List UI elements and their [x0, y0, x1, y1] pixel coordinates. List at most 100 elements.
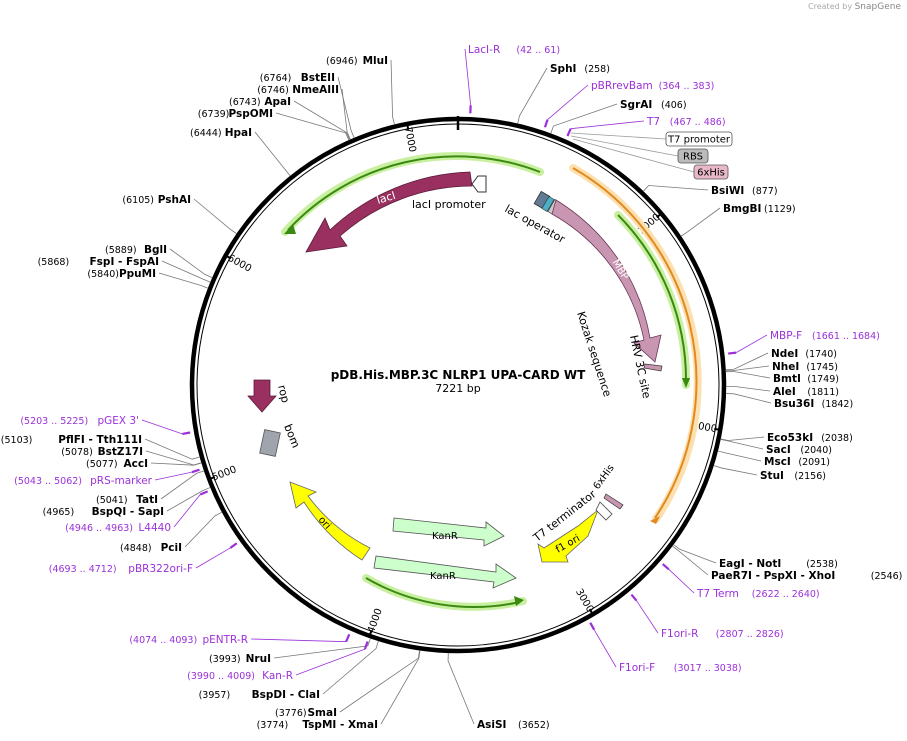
site-leader-line	[725, 385, 771, 392]
primer-name: Kan-R	[262, 670, 293, 682]
restriction-site[interactable]: AsiSI(3652)	[477, 719, 550, 731]
site-leader-line	[725, 393, 772, 404]
restriction-site[interactable]: BspQI - SapI(4965)	[43, 506, 164, 518]
orf-bottom	[365, 577, 521, 609]
site-position: (4965)	[43, 507, 75, 518]
snapgene-logo: SnapGene	[854, 2, 901, 12]
primer-leader	[173, 494, 201, 528]
restriction-site[interactable]: EagI - NotI(2538)	[719, 558, 838, 570]
restriction-site[interactable]: FspI - FspAI(5868)	[38, 256, 159, 268]
restriction-site[interactable]: BstZ17I (5078)	[61, 446, 143, 458]
restriction-site[interactable]: BstEII(6764)	[260, 72, 335, 84]
orange-arc-arrow	[650, 516, 660, 524]
restriction-site[interactable]: SgrAI(406)	[620, 99, 687, 111]
restriction-site[interactable]: PspOMI(6739)	[198, 108, 273, 120]
site-position: (3957)	[199, 690, 231, 701]
tick-label: 6000	[226, 253, 254, 275]
site-position: (1842)	[822, 399, 854, 410]
primer-leader	[195, 547, 231, 569]
bom-box	[259, 429, 281, 457]
site-name: PflFI - Tth111I	[58, 434, 142, 446]
primer-label[interactable]: MBP-F(1661 .. 1684)	[770, 330, 880, 342]
restriction-site[interactable]: Eco53kI(2038)	[767, 432, 853, 444]
primer-mark	[191, 468, 200, 474]
restriction-site[interactable]: ApaI(6743)	[229, 96, 291, 108]
restriction-site[interactable]: MscI(2091)	[764, 456, 830, 468]
site-name: SphI	[550, 63, 576, 75]
restriction-site[interactable]: TatI(5041)	[96, 494, 158, 506]
restriction-site[interactable]: TspMI - XmaI(3774)	[257, 719, 378, 731]
restriction-site[interactable]: PpuMI(5840)	[87, 268, 156, 280]
boxed-feature[interactable]: 6xHis	[693, 164, 729, 180]
site-leader-line	[720, 438, 764, 450]
lacI-promoter-arrow	[471, 175, 487, 193]
site-name: BstZ17I	[98, 446, 143, 458]
primer-label[interactable]: pENTR-R(4074 .. 4093)	[129, 634, 248, 646]
primer-label[interactable]: LacI-R(42 .. 61)	[468, 44, 560, 56]
primer-mark	[589, 622, 596, 631]
restriction-site[interactable]: SphI(258)	[550, 63, 610, 75]
tick-mark	[405, 121, 410, 130]
restriction-site[interactable]: AleI (1811)	[773, 386, 839, 398]
primer-label[interactable]: F1ori-F(3017 .. 3038)	[619, 662, 742, 674]
primer-leader	[636, 600, 659, 634]
site-position: (2546)	[871, 571, 903, 582]
site-leader-line	[550, 103, 618, 134]
site-position: (2156)	[794, 471, 826, 482]
primer-label[interactable]: Kan-R(3990 .. 4009)	[187, 670, 293, 682]
primer-label[interactable]: pBR322ori-F(4693 .. 4712)	[49, 563, 193, 575]
primer-leader	[593, 629, 617, 668]
site-position: (5103)	[1, 435, 33, 446]
primer-position: (5043 .. 5062)	[14, 476, 82, 487]
restriction-site[interactable]: BspDI - ClaI(3957)	[199, 689, 320, 701]
primer-label[interactable]: L4440(4946 .. 4963)	[65, 522, 171, 534]
restriction-site[interactable]: PshAI(6105)	[122, 194, 191, 206]
restriction-site[interactable]: PflFI - Tth111I (5103)	[1, 434, 142, 446]
boxed-feature[interactable]: RBS	[677, 148, 709, 164]
restriction-site[interactable]: Bsu36I(1842)	[774, 398, 853, 410]
site-leader-line	[166, 487, 211, 512]
restriction-site[interactable]: SacI(2040)	[766, 444, 832, 456]
primer-label[interactable]: pRS-marker(5043 .. 5062)	[14, 475, 153, 487]
primer-leader	[464, 48, 472, 106]
site-name: SacI	[766, 444, 791, 456]
site-position: (5078)	[61, 447, 93, 458]
restriction-site[interactable]: NruI(3993)	[209, 653, 271, 665]
primer-label[interactable]: pBRrevBam(364 .. 383)	[591, 80, 714, 92]
restriction-site[interactable]: AccI(5077)	[86, 458, 148, 470]
site-position: (5868)	[38, 257, 70, 268]
label-his6: 6xHis	[592, 463, 617, 492]
primer-leader	[141, 419, 183, 435]
primer-name: pBR322ori-F	[128, 563, 193, 575]
restriction-site[interactable]: PciI(4848)	[120, 542, 182, 554]
restriction-site[interactable]: NmeAIII(6746)	[257, 84, 339, 96]
restriction-site[interactable]: NheI (1745)	[772, 361, 838, 373]
restriction-site[interactable]: MluI(6946)	[326, 55, 388, 67]
primer-name: T7 Term	[696, 588, 739, 600]
restriction-site[interactable]: BglI(5889)	[105, 244, 167, 256]
boxed-feature[interactable]: T7 promoter	[665, 131, 733, 147]
restriction-site[interactable]: NdeI(1740)	[771, 348, 837, 360]
primer-mark	[543, 119, 549, 128]
restriction-site[interactable]: BmgBI(1129)	[723, 203, 796, 215]
restriction-site[interactable]: StuI(2156)	[760, 470, 826, 482]
primer-label[interactable]: F1ori-R(2807 .. 2826)	[661, 628, 784, 640]
site-name: AleI	[773, 386, 796, 398]
t7-terminator-box	[595, 501, 613, 521]
site-position: (6739)	[198, 109, 230, 120]
primer-label[interactable]: T7 Term(2622 .. 2640)	[696, 588, 820, 600]
restriction-site[interactable]: HpaI(6444)	[190, 127, 252, 139]
primer-position: (467 .. 486)	[670, 117, 726, 128]
site-position: (6743)	[229, 97, 261, 108]
restriction-site[interactable]: SmaI(3776)	[275, 707, 337, 719]
site-position: (1745)	[806, 362, 838, 373]
primer-label[interactable]: pGEX 3'(5203 .. 5225)	[20, 415, 139, 427]
site-name: NheI	[772, 361, 799, 373]
site-position: (1811)	[807, 387, 839, 398]
primer-label[interactable]: T7(467 .. 486)	[646, 116, 726, 128]
restriction-site[interactable]: BmtI(1749)	[773, 373, 839, 385]
restriction-site[interactable]: PaeR7I - PspXI - XhoI(2546)	[711, 570, 902, 582]
restriction-site[interactable]: BsiWI(877)	[711, 185, 778, 197]
primer-name: F1ori-R	[661, 628, 698, 640]
